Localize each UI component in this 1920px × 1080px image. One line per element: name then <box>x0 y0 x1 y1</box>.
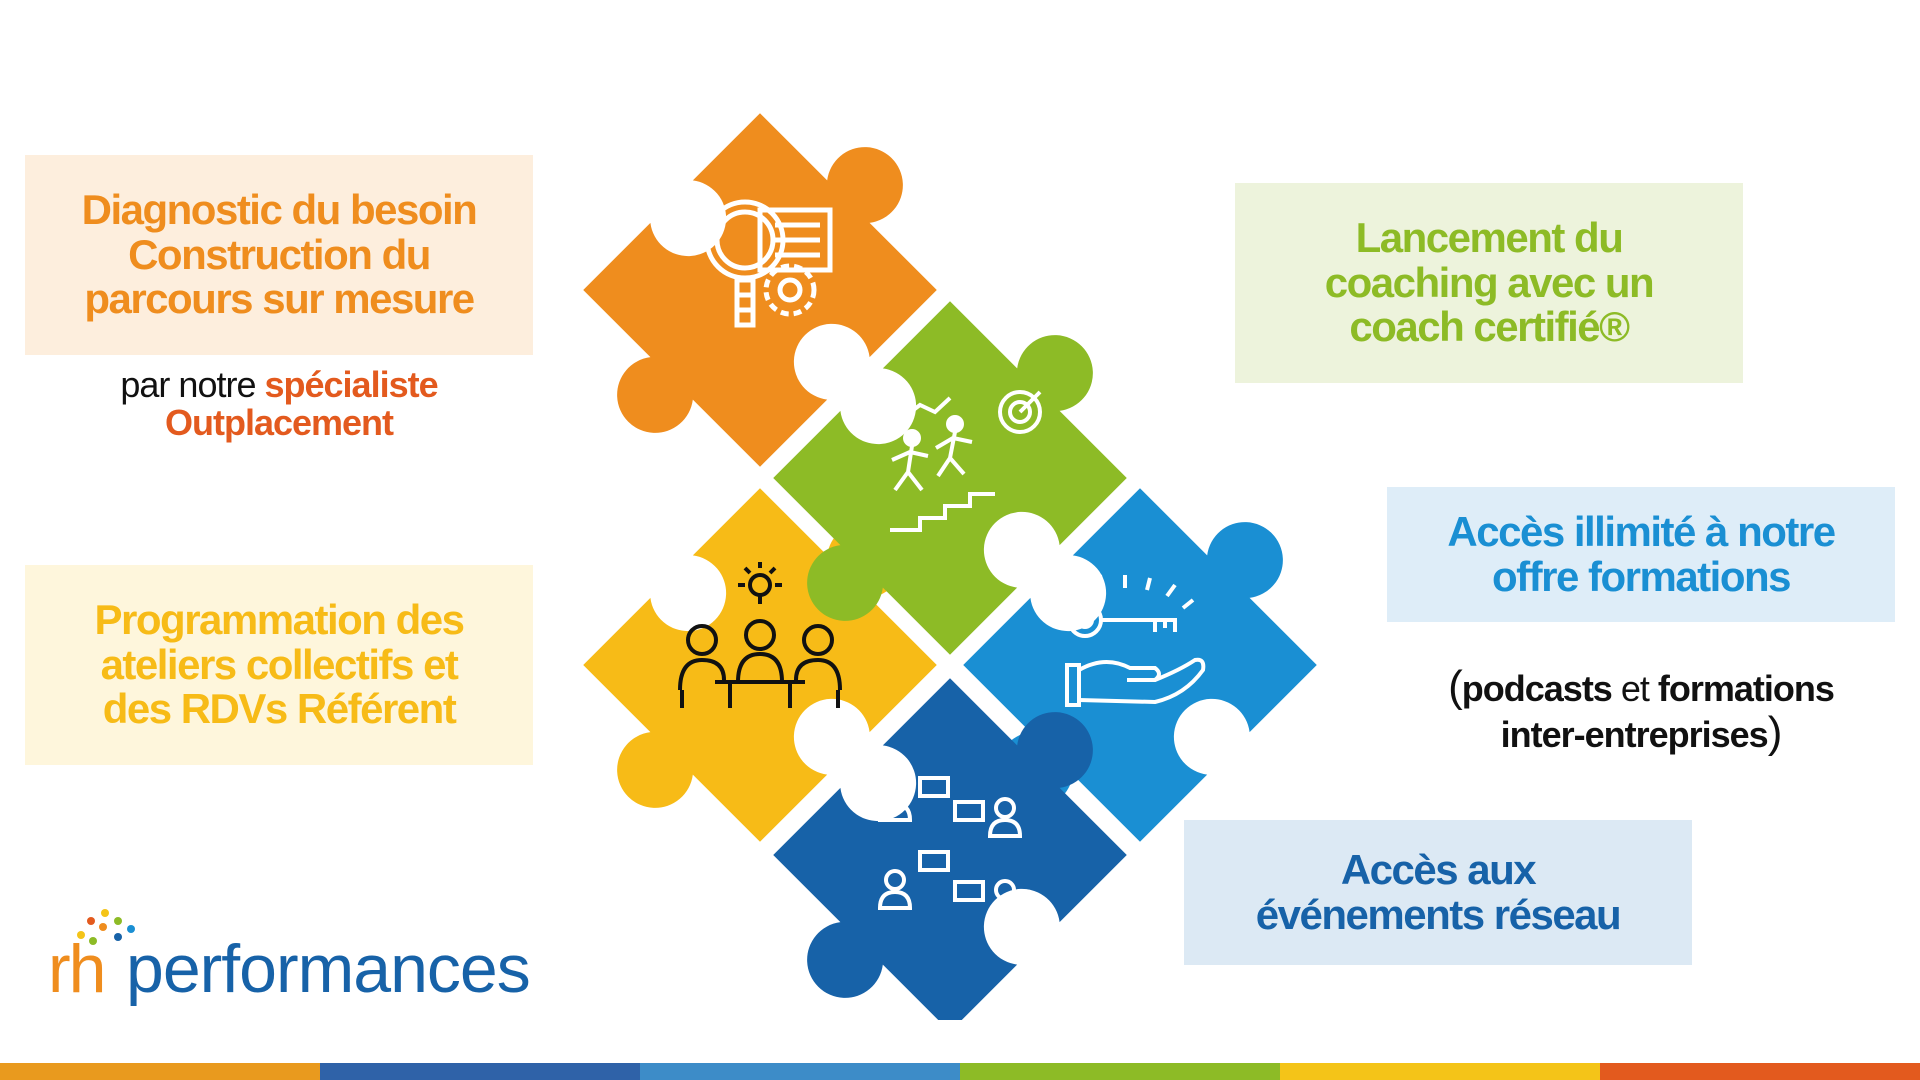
bottom-color-bar <box>0 1063 1920 1080</box>
hand-key-icon <box>1065 574 1206 707</box>
box-lancement-line-2: coaching avec un <box>1324 258 1655 306</box>
subtitle-inter-entreprises: inter-entreprises <box>1500 714 1769 756</box>
logo-rh: rh <box>48 931 106 1007</box>
subtitle-formations-word: formations <box>1657 668 1835 709</box>
subtitle-highlight-outplacement: Outplacement <box>164 401 394 443</box>
bar-segment-red <box>1600 1063 1920 1080</box>
bar-segment-light-blue <box>640 1063 960 1080</box>
box-acces-formations-line-2: offre formations <box>1491 552 1792 600</box>
bar-segment-green <box>960 1063 1280 1080</box>
subtitle-et: et <box>1611 668 1658 709</box>
box-lancement-line-3: coach certifié® <box>1349 303 1630 351</box>
box-diagnostic-line-2: Construction du <box>128 230 431 278</box>
bar-segment-blue <box>320 1063 640 1080</box>
box-lancement-line-1: Lancement du <box>1355 213 1624 261</box>
team-meeting-idea-icon <box>678 562 842 708</box>
open-paren: ( <box>1448 662 1463 711</box>
puzzle-graphic <box>560 69 1350 1020</box>
subtitle-podcasts: (podcasts et formations inter-entreprise… <box>1387 662 1895 758</box>
box-lancement: Lancement du coaching avec un coach cert… <box>1235 183 1743 383</box>
box-programmation: Programmation des ateliers collectifs et… <box>25 565 533 765</box>
subtitle-podcasts-word: podcasts <box>1461 668 1613 709</box>
box-programmation-line-1: Programmation des <box>94 595 465 643</box>
box-diagnostic-line-1: Diagnostic du besoin <box>81 185 478 233</box>
bar-segment-orange <box>0 1063 320 1080</box>
box-diagnostic: Diagnostic du besoin Construction du par… <box>25 155 533 355</box>
box-acces-formations: Accès illimité à notre offre formations <box>1387 487 1895 622</box>
box-programmation-line-2: ateliers collectifs et <box>100 640 459 688</box>
logo-dots-icon <box>77 909 135 945</box>
box-evenements-line-1: Accès aux <box>1340 845 1537 893</box>
logo-performances: performances <box>126 931 531 1007</box>
subtitle-prefix: par notre <box>120 364 265 405</box>
network-conversation-icon <box>877 776 1023 920</box>
bar-segment-yellow <box>1280 1063 1600 1080</box>
box-evenements: Accès aux événements réseau <box>1184 820 1692 965</box>
people-climbing-stairs-target-icon <box>890 390 1042 532</box>
box-evenements-line-2: événements réseau <box>1255 890 1622 938</box>
box-programmation-line-3: des RDVs Référent <box>102 685 457 733</box>
box-acces-formations-line-1: Accès illimité à notre <box>1447 507 1836 555</box>
subtitle-specialiste: par notre spécialiste Outplacement <box>25 366 533 442</box>
rh-performances-logo: rh performances <box>48 905 568 1025</box>
close-paren: ) <box>1767 708 1783 758</box>
magnifier-gear-document-icon <box>704 199 833 328</box>
subtitle-highlight-specialiste: spécialiste <box>264 364 438 405</box>
box-diagnostic-line-3: parcours sur mesure <box>84 275 475 323</box>
